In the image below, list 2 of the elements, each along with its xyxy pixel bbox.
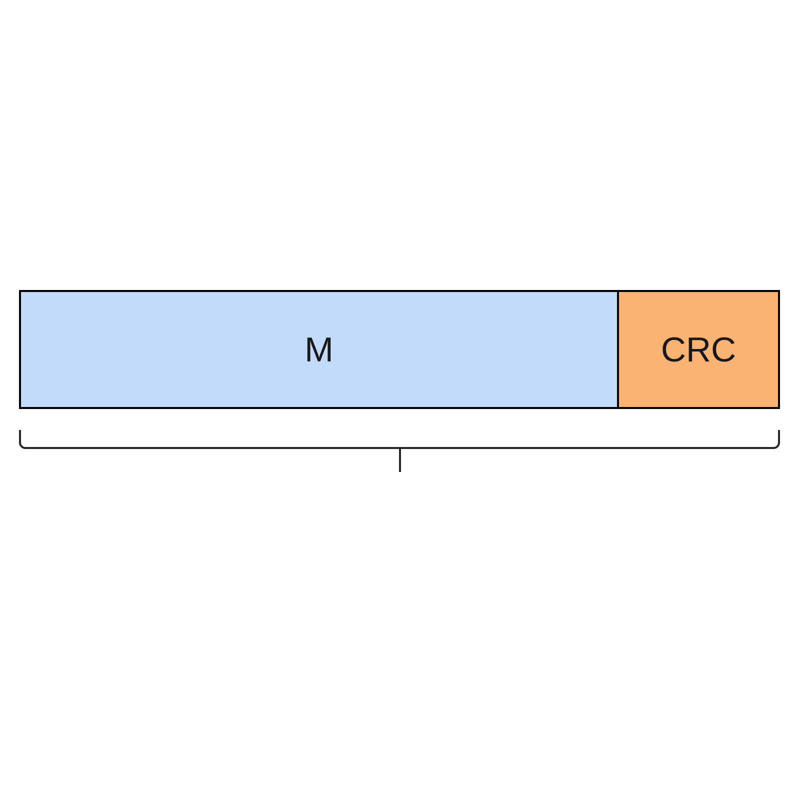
field-box: CRC (617, 290, 780, 409)
field-box: M (19, 290, 619, 409)
